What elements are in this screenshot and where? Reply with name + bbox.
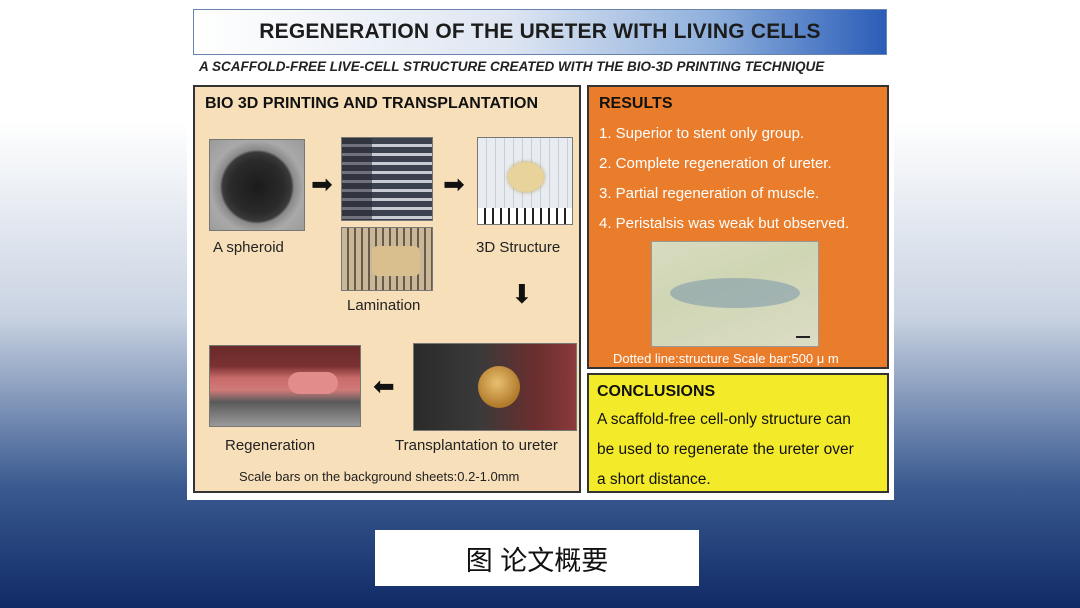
conclusion-line: A scaffold-free cell-only structure can (597, 411, 851, 428)
figure-caption: 图 论文概要 (375, 530, 699, 586)
poster-subtitle: A SCAFFOLD-FREE LIVE-CELL STRUCTURE CREA… (199, 59, 825, 74)
3d-structure-label: 3D Structure (476, 239, 561, 256)
regeneration-image (209, 345, 361, 427)
transplantation-label: Transplantation to ureter (395, 437, 558, 454)
conclusions-panel: CONCLUSIONS A scaffold-free cell-only st… (587, 373, 889, 493)
scale-bar-note: Scale bars on the background sheets:0.2-… (239, 469, 520, 484)
conclusions-heading: CONCLUSIONS (597, 383, 716, 400)
poster-figure: REGENERATION OF THE URETER WITH LIVING C… (187, 5, 894, 500)
bio-3d-printing-heading: BIO 3D PRINTING AND TRANSPLANTATION (205, 95, 539, 112)
transplantation-image (413, 343, 577, 431)
arrow-right-icon: ➡ (443, 169, 465, 199)
regeneration-label: Regeneration (225, 437, 316, 454)
result-item: 3. Partial regeneration of muscle. (599, 185, 820, 202)
3d-structure-image (477, 137, 573, 225)
histology-image (651, 241, 819, 347)
lamination-image-top (341, 137, 433, 221)
spheroid-image (209, 139, 305, 231)
results-heading: RESULTS (599, 95, 673, 112)
arrow-left-icon: ⬅ (373, 371, 395, 401)
results-panel: RESULTS 1. Superior to stent only group.… (587, 85, 889, 369)
bio-3d-printing-panel: BIO 3D PRINTING AND TRANSPLANTATION A sp… (193, 85, 581, 493)
result-item: 4. Peristalsis was weak but observed. (599, 215, 850, 232)
result-item: 1. Superior to stent only group. (599, 125, 805, 142)
spheroid-label: A spheroid (213, 239, 284, 256)
poster-title: REGENERATION OF THE URETER WITH LIVING C… (193, 9, 887, 55)
results-footer: Dotted line:structure Scale bar:500 μ m (613, 351, 839, 366)
conclusion-line: be used to regenerate the ureter over (597, 441, 854, 458)
result-item: 2. Complete regeneration of ureter. (599, 155, 832, 172)
lamination-image-bottom (341, 227, 433, 291)
arrow-down-icon: ⬇ (511, 279, 533, 309)
conclusion-line: a short distance. (597, 471, 711, 488)
lamination-label: Lamination (347, 297, 421, 314)
arrow-right-icon: ➡ (311, 169, 333, 199)
